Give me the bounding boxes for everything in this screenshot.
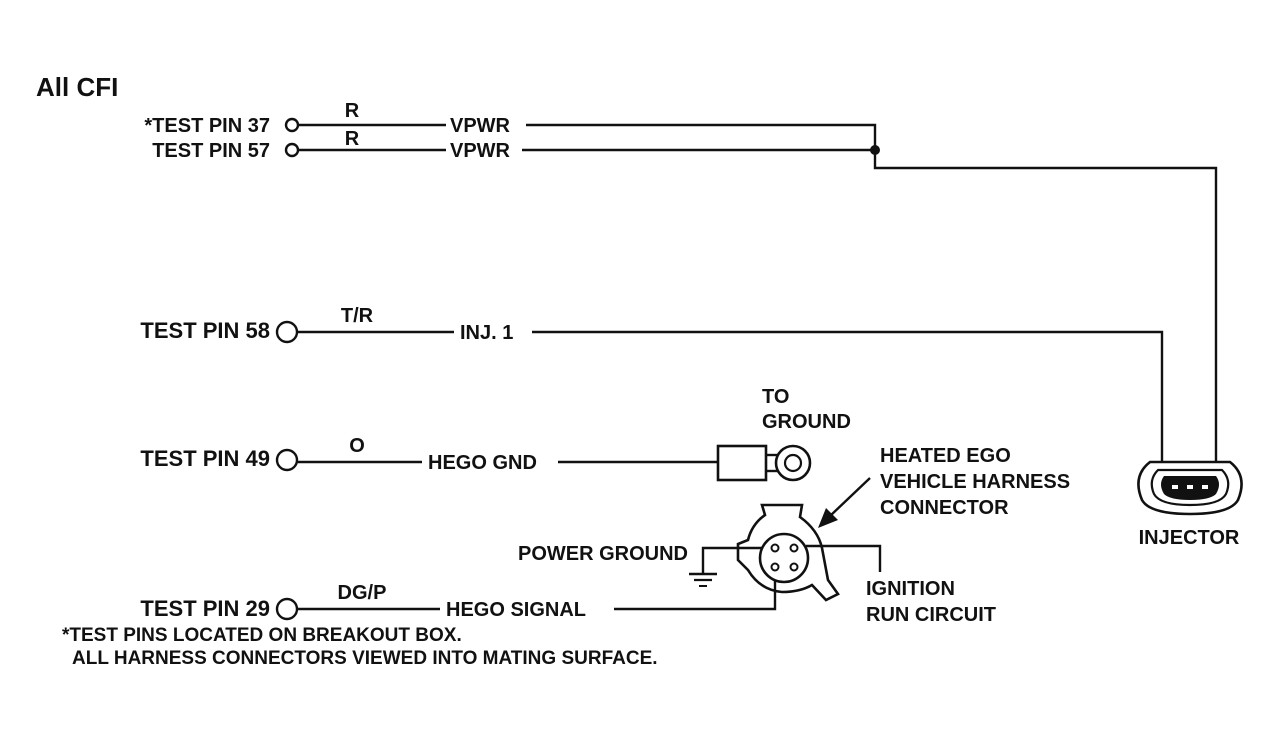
power-ground-wire bbox=[701, 546, 762, 574]
pin-29-circuit: HEGO SIGNAL bbox=[446, 599, 586, 621]
pin-58-terminal bbox=[275, 320, 299, 344]
note-2: ALL HARNESS CONNECTORS VIEWED INTO MATIN… bbox=[72, 648, 658, 669]
hego-connector-label-1: HEATED EGO bbox=[880, 445, 1011, 467]
hego-connector-label-2: VEHICLE HARNESS bbox=[880, 471, 1070, 493]
pin-58-wire-color: T/R bbox=[341, 305, 374, 327]
pin-58-circuit: INJ. 1 bbox=[460, 322, 513, 344]
pin-37-terminal bbox=[284, 117, 300, 133]
ignition-run-wire bbox=[806, 544, 882, 572]
pin-57-wire-color: R bbox=[345, 128, 360, 150]
injector-label: INJECTOR bbox=[1139, 527, 1240, 549]
pin-29-wire-color: DG/P bbox=[338, 582, 387, 604]
pin-49-terminal bbox=[275, 448, 299, 472]
pin-57-circuit: VPWR bbox=[450, 140, 511, 162]
pointer-arrow bbox=[818, 477, 871, 528]
injector-connector bbox=[1137, 460, 1243, 516]
inj1-to-injector-wire bbox=[532, 330, 1164, 462]
diagram-title: All CFI bbox=[36, 72, 118, 102]
power-ground-label: POWER GROUND bbox=[518, 543, 688, 565]
pin-37-label: *TEST PIN 37 bbox=[144, 115, 270, 137]
pin-37-circuit: VPWR bbox=[450, 115, 511, 137]
to-ground-label-2: GROUND bbox=[762, 411, 851, 433]
ground-eyelet-icon bbox=[716, 444, 812, 482]
pin-58-label: TEST PIN 58 bbox=[140, 318, 270, 343]
ground-symbol-icon bbox=[689, 572, 717, 587]
pin-37-wire-color: R bbox=[345, 100, 360, 122]
ignition-label-2: RUN CIRCUIT bbox=[866, 604, 996, 626]
hego-harness-connector-icon bbox=[736, 503, 840, 602]
pin-29-terminal bbox=[275, 597, 299, 621]
pin-49-circuit: HEGO GND bbox=[428, 452, 537, 474]
pin-49-wire-color: O bbox=[349, 435, 365, 457]
pin-29-label: TEST PIN 29 bbox=[140, 596, 270, 621]
pin-57-label: TEST PIN 57 bbox=[152, 140, 270, 162]
hego-connector-label-3: CONNECTOR bbox=[880, 497, 1009, 519]
note-1: *TEST PINS LOCATED ON BREAKOUT BOX. bbox=[62, 625, 462, 646]
hego-signal-wire bbox=[614, 580, 777, 611]
ignition-label-1: IGNITION bbox=[866, 578, 955, 600]
pin-49-label: TEST PIN 49 bbox=[140, 446, 270, 471]
to-ground-label-1: TO bbox=[762, 386, 789, 408]
pin-37-wire-end bbox=[526, 123, 877, 149]
pin-57-terminal bbox=[284, 142, 300, 158]
vpwr-to-injector-wire bbox=[873, 150, 1218, 462]
